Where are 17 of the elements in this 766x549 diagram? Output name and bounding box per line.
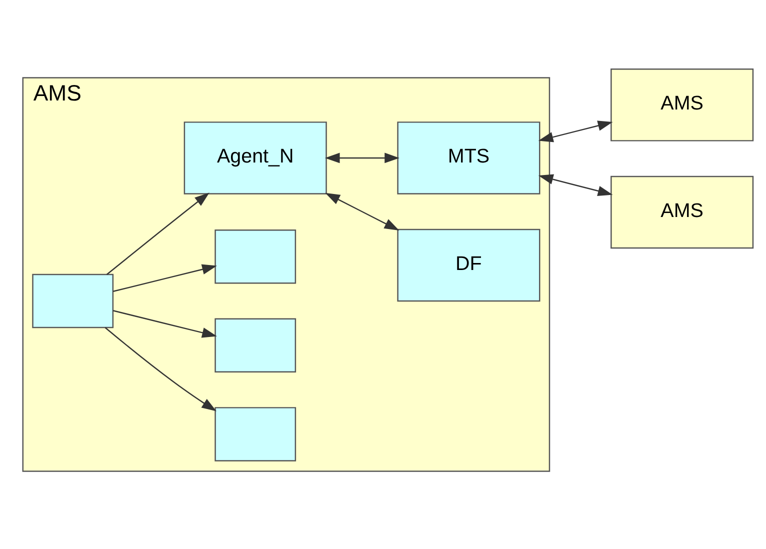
node-box: MTS [397, 122, 540, 194]
node-box [32, 274, 114, 328]
arrow [106, 192, 210, 275]
arrow [325, 192, 400, 231]
arrow [538, 174, 613, 196]
node-box: AMS [610, 176, 754, 249]
arrow [113, 264, 217, 292]
node-box: DF [397, 228, 540, 302]
arrow [538, 120, 613, 142]
node-box [214, 407, 296, 462]
arrow [104, 327, 216, 412]
node-box: AMS [610, 68, 754, 142]
arrow [113, 310, 217, 338]
node-box: Agent_N [184, 122, 327, 194]
node-box [214, 229, 296, 284]
node-box [214, 318, 296, 373]
arrow [324, 152, 400, 164]
